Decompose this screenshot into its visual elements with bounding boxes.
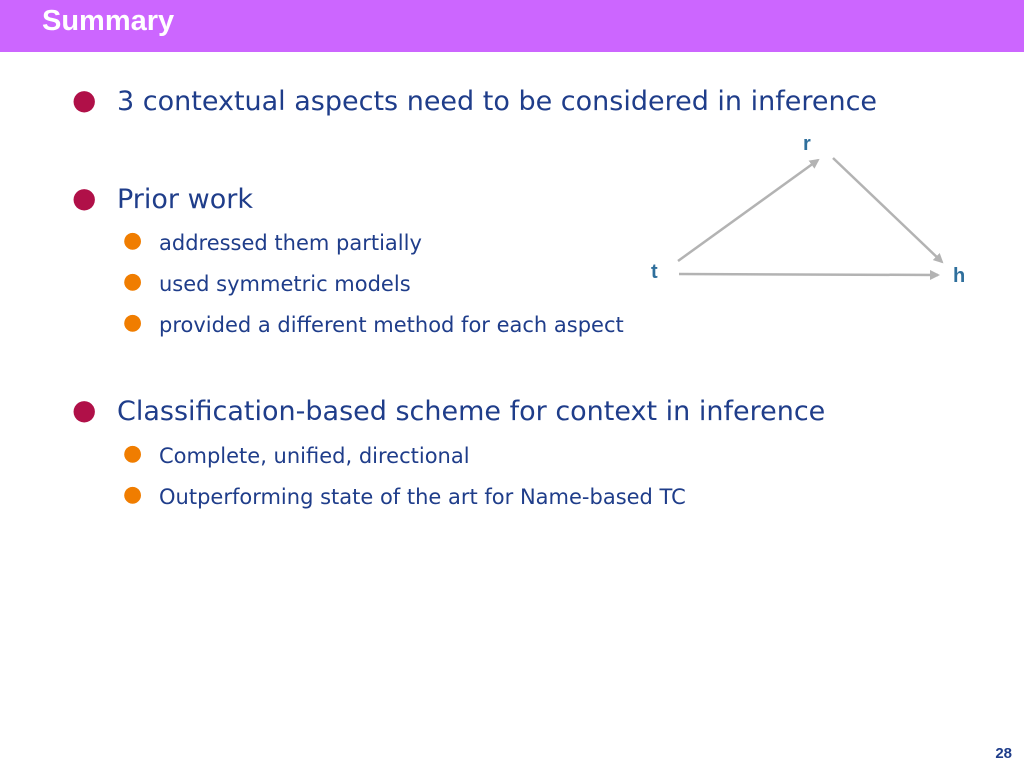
- edge-t-to-h: [678, 269, 940, 280]
- sub-bullet-dot-icon: ●: [123, 482, 143, 507]
- node-label-h: h: [953, 265, 966, 287]
- sub-bullet-text: Outperforming state of the art for Name-…: [159, 485, 686, 509]
- bullet-text: 3 contextual aspects need to be consider…: [117, 86, 878, 117]
- edge-t-to-r: [677, 158, 820, 263]
- node-label-r: r: [803, 133, 811, 155]
- bullet-dot-icon: ●: [72, 181, 97, 214]
- title-bar: [0, 0, 1024, 52]
- sub-bullet-dot-icon: ●: [123, 310, 143, 335]
- sub-bullet-text: Complete, unified, directional: [159, 444, 470, 468]
- page-number: 28: [995, 745, 1012, 762]
- sub-bullet-text: provided a different method for each asp…: [159, 313, 624, 337]
- sub-bullet-dot-icon: ●: [123, 228, 143, 253]
- sub-bullet-text: addressed them partially: [159, 231, 422, 255]
- sub-bullet-dot-icon: ●: [123, 441, 143, 466]
- sub-bullet-dot-icon: ●: [123, 269, 143, 294]
- bullet-dot-icon: ●: [72, 393, 97, 426]
- sub-bullet-text: used symmetric models: [159, 272, 411, 296]
- bullet-dot-icon: ●: [72, 83, 97, 116]
- bullet-text: Classification-based scheme for context …: [117, 396, 826, 427]
- node-label-t: t: [651, 261, 658, 283]
- slide-title: Summary: [42, 5, 175, 37]
- bullet-text: Prior work: [117, 184, 253, 215]
- edge-r-to-h: [832, 157, 944, 264]
